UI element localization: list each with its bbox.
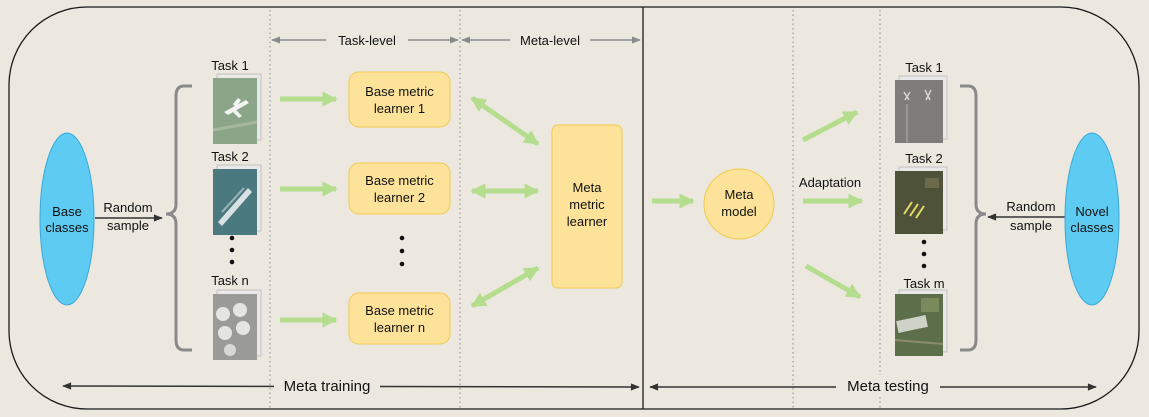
learner-2-line-1: Base metric — [365, 173, 434, 188]
meta-metric-learner-box — [551, 124, 623, 289]
train-task-1-label: Task 1 — [211, 58, 249, 73]
farmland-image-icon — [894, 289, 948, 356]
random-sample-left-2: sample — [107, 218, 149, 233]
test-task-2-label: Task 2 — [905, 151, 943, 166]
meta-learner-line-2: metric — [569, 197, 605, 212]
random-sample-right-2: sample — [1010, 218, 1052, 233]
novel-classes-label-1: Novel — [1075, 204, 1108, 219]
learner-n-line-2: learner n — [374, 320, 425, 335]
field-image-icon — [895, 166, 948, 234]
test-task-ellipsis-dots — [921, 239, 927, 269]
runway-image-icon — [895, 75, 948, 143]
meta-learner-line-1: Meta — [573, 180, 603, 195]
dotted-dividers — [269, 10, 881, 409]
base-classes-ellipse — [39, 132, 95, 306]
train-task-n-label: Task n — [211, 273, 249, 288]
base-metric-learner-n — [348, 292, 451, 345]
learner-1-line-2: learner 1 — [374, 101, 425, 116]
airplane-image-icon — [212, 73, 262, 144]
novel-classes-ellipse — [1064, 132, 1120, 306]
outer-frame — [8, 6, 1140, 410]
meta-model-line-2: model — [721, 204, 757, 219]
base-metric-learner-1 — [348, 71, 451, 128]
learner-n-line-1: Base metric — [365, 303, 434, 318]
ship-image-icon — [213, 164, 262, 235]
test-task-m-label: Task m — [903, 276, 944, 291]
base-classes-label-1: Base — [52, 204, 82, 219]
meta-model-line-1: Meta — [725, 187, 755, 202]
adaptation-arrows — [801, 109, 864, 300]
meta-learner-line-3: learner — [567, 214, 608, 229]
left-bracket — [165, 84, 192, 352]
learner-ellipsis-dots — [399, 235, 405, 267]
base-metric-learner-2 — [348, 162, 451, 215]
random-sample-left-1: Random — [103, 200, 152, 215]
meta-training-label: Meta training — [284, 378, 371, 395]
learner-1-line-1: Base metric — [365, 84, 434, 99]
novel-classes-label-2: classes — [1070, 220, 1114, 235]
adaptation-label: Adaptation — [799, 175, 861, 190]
storage-tanks-image-icon — [213, 289, 262, 360]
train-task-2-label: Task 2 — [211, 149, 249, 164]
task-ellipsis-dots — [229, 235, 235, 265]
meta-testing-label: Meta testing — [847, 378, 929, 395]
task-level-label: Task-level — [338, 33, 396, 48]
random-sample-right-1: Random — [1006, 199, 1055, 214]
learner-2-line-2: learner 2 — [374, 190, 425, 205]
right-bracket — [960, 84, 987, 352]
meta-model-circle — [703, 168, 775, 240]
learner-meta-arrows — [470, 95, 540, 309]
test-task-1-label: Task 1 — [905, 60, 943, 75]
base-classes-label-2: classes — [45, 220, 89, 235]
task-to-learner-arrows — [280, 91, 338, 328]
meta-level-label: Meta-level — [520, 33, 580, 48]
